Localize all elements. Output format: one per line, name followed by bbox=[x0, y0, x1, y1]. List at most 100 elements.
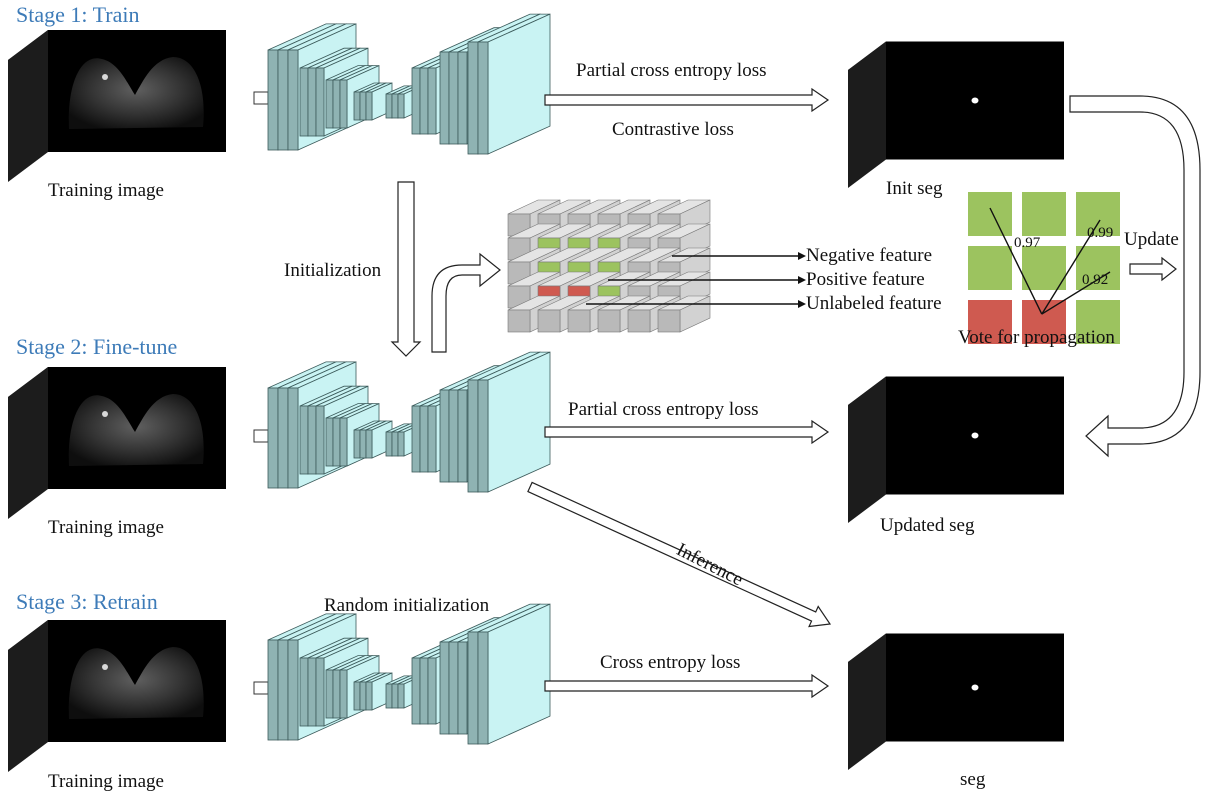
network-stage-3-bottleneck-slab-2-front bbox=[397, 683, 405, 709]
arrow-stage1-to-init-seg bbox=[544, 87, 830, 113]
network-stage-2-dec-slab-15-front bbox=[439, 389, 450, 483]
network-stage-3-dec-slab-17-front bbox=[457, 641, 468, 735]
network-stage-3-enc-slab-11-front bbox=[365, 681, 373, 711]
network-stage-1-enc-slab-5-front bbox=[315, 67, 325, 137]
training-image-caption-2: Training image bbox=[48, 517, 164, 538]
feature-bar-r4-c3-front bbox=[597, 309, 621, 333]
stage-2-title: Stage 2: Fine-tune bbox=[16, 334, 178, 359]
training-volume-3-lesion bbox=[102, 664, 108, 670]
network-stage-1-enc-slab-6-front bbox=[325, 79, 334, 129]
feature-bar-r4-c0-front bbox=[507, 309, 531, 333]
network-stage-1-enc-slab-7-front bbox=[332, 79, 341, 129]
init-seg-volume-side bbox=[848, 41, 886, 188]
network-stage-1-dec-slab-17-front bbox=[457, 51, 468, 145]
arrow-to-feature-cube bbox=[431, 252, 501, 353]
contrastive-loss-label: Contrastive loss bbox=[612, 119, 734, 140]
network-stage-1-enc-slab-3-front bbox=[299, 67, 309, 137]
updated-seg-volume-side bbox=[848, 376, 886, 523]
feature-bar-r4-c5 bbox=[657, 295, 711, 333]
arrow-update bbox=[1129, 256, 1177, 282]
vote-cell-r1-c0 bbox=[968, 246, 1012, 290]
network-stage-3-dec-slab-13-front bbox=[419, 657, 429, 725]
seg-volume-side bbox=[848, 633, 886, 770]
network-layer bbox=[253, 13, 551, 745]
arrow-feedback-loop bbox=[1069, 95, 1201, 458]
network-stage-2 bbox=[253, 351, 551, 493]
network-stage-3-dec-slab-14-front bbox=[427, 657, 437, 725]
vote-score-3: 0.92 bbox=[1082, 272, 1109, 288]
vote-cell-r0-c2 bbox=[1076, 192, 1120, 236]
training-volume-2-breast-scan bbox=[68, 394, 204, 466]
network-stage-1-dec-slab-13-front bbox=[419, 67, 429, 135]
vote-score-2: 0.99 bbox=[1087, 225, 1114, 241]
updated-seg-volume bbox=[848, 376, 1064, 523]
volume-layer bbox=[8, 30, 1064, 772]
training-volume-3-side bbox=[8, 620, 48, 772]
pointer-positive-head bbox=[798, 276, 806, 284]
vote-cell-r1-c2 bbox=[1076, 246, 1120, 290]
network-stage-2-enc-slab-2-front bbox=[287, 387, 299, 489]
training-volume-3-breast-scan bbox=[68, 647, 204, 719]
network-stage-3-enc-slab-7-front bbox=[332, 669, 341, 719]
feature-bar-r4-c4-front bbox=[627, 309, 651, 333]
network-stage-2-enc-slab-10-front bbox=[359, 429, 367, 459]
network-stage-2-enc-slab-4-front bbox=[307, 405, 317, 475]
network-stage-2-bottleneck-slab-2-front bbox=[397, 431, 405, 457]
init-seg-volume bbox=[848, 41, 1064, 188]
training-volume-1-tissue bbox=[68, 57, 204, 129]
network-stage-3 bbox=[253, 603, 551, 745]
network-stage-2-dec-slab-19-front bbox=[477, 379, 489, 493]
network-stage-3-dec-slab-16-front bbox=[448, 641, 459, 735]
unlabeled-feature-label: Unlabeled feature bbox=[806, 293, 942, 314]
network-stage-1-dec-slab-15-front bbox=[439, 51, 450, 145]
feature-bar-r4-c1-front bbox=[537, 309, 561, 333]
network-stage-2-dec-slab-14-front bbox=[427, 405, 437, 473]
training-image-caption-3: Training image bbox=[48, 771, 164, 792]
network-stage-2-enc-slab-6-front bbox=[325, 417, 334, 467]
network-stage-3-enc-slab-1-front bbox=[277, 639, 289, 741]
network-stage-3-bottleneck-slab-1-front bbox=[391, 683, 399, 709]
cross-entropy-loss-label: Cross entropy loss bbox=[600, 652, 741, 673]
training-image-caption-1: Training image bbox=[48, 180, 164, 201]
network-stage-1-enc-slab-2-front bbox=[287, 49, 299, 151]
vote-line-0 bbox=[989, 207, 1043, 315]
network-stage-2-enc-slab-0-front bbox=[267, 387, 279, 489]
network-stage-3-enc-slab-2-front bbox=[287, 639, 299, 741]
partial-ce-loss-label-2: Partial cross entropy loss bbox=[568, 399, 759, 420]
network-stage-2-dec-slab-18-front bbox=[467, 379, 479, 493]
network-stage-3-enc-slab-8-front bbox=[339, 669, 348, 719]
training-volume-2-tissue bbox=[68, 394, 204, 466]
vote-grid-layer bbox=[968, 192, 1120, 344]
init-seg-label: Init seg bbox=[886, 178, 943, 199]
arrow-stage3-to-seg bbox=[544, 673, 830, 699]
network-stage-1 bbox=[253, 13, 551, 155]
network-stage-2-enc-slab-7-front bbox=[332, 417, 341, 467]
stage-3-title: Stage 3: Retrain bbox=[16, 589, 158, 614]
update-label: Update bbox=[1124, 229, 1179, 250]
seg-volume bbox=[848, 633, 1064, 770]
init-seg-volume-lesion-dot bbox=[971, 97, 979, 104]
network-stage-3-bottleneck-slab-0-front bbox=[385, 683, 393, 709]
network-stage-2-dec-slab-12-front bbox=[411, 405, 421, 473]
network-stage-3-enc-slab-9-front bbox=[353, 681, 361, 711]
vote-cell-r1-c1 bbox=[1022, 246, 1066, 290]
initialization-label: Initialization bbox=[284, 260, 382, 281]
vote-cell-r0-c1 bbox=[1022, 192, 1066, 236]
network-stage-1-dec-slab-14-front bbox=[427, 67, 437, 135]
training-volume-2-lesion bbox=[102, 411, 108, 417]
training-volume-3 bbox=[8, 620, 226, 772]
network-stage-2-enc-slab-9-front bbox=[353, 429, 361, 459]
pointer-unlabeled-head bbox=[798, 300, 806, 308]
network-stage-2-dec-slab-16-front bbox=[448, 389, 459, 483]
training-volume-2 bbox=[8, 367, 226, 519]
seg-label: seg bbox=[960, 769, 986, 790]
training-volume-3-tissue bbox=[68, 647, 204, 719]
network-stage-1-dec-slab-12-front bbox=[411, 67, 421, 135]
network-stage-2-enc-slab-3-front bbox=[299, 405, 309, 475]
network-stage-2-input-port bbox=[253, 429, 269, 443]
vote-for-propagation-label: Vote for propagation bbox=[958, 327, 1115, 348]
network-stage-3-enc-slab-6-front bbox=[325, 669, 334, 719]
network-stage-1-bottleneck-slab-0-front bbox=[385, 93, 393, 119]
